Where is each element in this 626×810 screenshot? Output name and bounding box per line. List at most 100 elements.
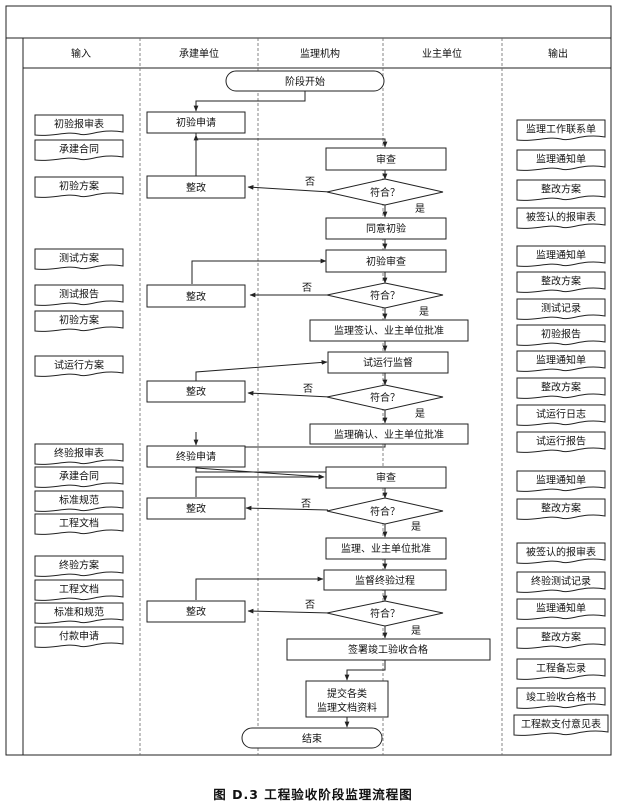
header-output: 输出 (548, 47, 568, 60)
rectify-box-3 (146, 380, 246, 403)
output-document-label-14: 被签认的报审表 (526, 546, 596, 559)
supervise-final-box (323, 569, 447, 591)
rectify-box-4 (146, 497, 246, 520)
initial-apply-label: 初验申请 (176, 116, 216, 129)
yes-label-2: 是 (419, 306, 429, 318)
decision-diamond-3 (326, 384, 444, 411)
header-input: 输入 (71, 47, 91, 60)
input-document-label-2: 初验方案 (59, 180, 99, 193)
input-document-label-9: 标准规范 (59, 494, 99, 507)
start-terminal (225, 70, 385, 92)
input-document-4 (34, 284, 124, 306)
figure-caption: 图 D.3 工程验收阶段监理流程图 (213, 787, 413, 802)
decision-diamond-5 (326, 600, 444, 627)
output-document-label-20: 工程款支付意见表 (521, 718, 601, 731)
trial-supervise-box (327, 351, 449, 374)
input-document-label-8: 承建合同 (59, 470, 99, 483)
rectify-label-3: 整改 (186, 385, 206, 398)
output-document-label-16: 监理通知单 (536, 602, 586, 615)
start-label: 阶段开始 (285, 75, 325, 88)
yes-label-4: 是 (411, 521, 421, 533)
decision-diamond-4 (326, 497, 444, 525)
output-document-1 (516, 149, 606, 171)
input-document-label-13: 标准和规范 (54, 606, 104, 619)
outer-frame (5, 5, 612, 756)
agree-initial-box (325, 217, 447, 240)
review-box-2 (325, 466, 447, 489)
output-document-17 (516, 627, 606, 649)
no-label-4: 否 (301, 498, 311, 510)
input-document-label-1: 承建合同 (59, 143, 99, 156)
rectify-box-5 (146, 600, 246, 623)
input-document-label-7: 终验报审表 (54, 447, 104, 460)
output-document-label-4: 监理通知单 (536, 249, 586, 262)
input-document-label-12: 工程文档 (59, 583, 99, 596)
output-document-label-10: 试运行日志 (536, 408, 586, 421)
output-document-label-15: 终验测试记录 (531, 575, 591, 588)
output-document-7 (516, 324, 606, 346)
submit-docs-box (305, 680, 389, 718)
decision-diamond-1 (326, 178, 444, 206)
no-label-3: 否 (303, 383, 313, 395)
connectors (191, 91, 388, 728)
output-document-label-19: 竣工验收合格书 (526, 691, 596, 704)
rectify-box-2 (146, 284, 246, 308)
submit-docs-line2: 监理文档资料 (317, 701, 377, 714)
confirm-approve-box (309, 423, 469, 445)
input-document-1 (34, 139, 124, 161)
output-document-label-6: 测试记录 (541, 302, 581, 315)
output-document-13 (516, 498, 606, 520)
initial-review-label: 初验审查 (366, 255, 406, 268)
input-document-13 (34, 602, 124, 624)
decision-label-2: 符合？ (370, 289, 400, 302)
submit-docs-line1: 提交各类 (327, 687, 367, 700)
end-label: 结束 (302, 732, 322, 745)
output-document-label-18: 工程备忘录 (536, 662, 586, 675)
no-label-5: 否 (305, 599, 315, 611)
review-label-2: 审查 (376, 471, 396, 484)
input-document-label-4: 测试报告 (59, 288, 99, 301)
input-document-2 (34, 176, 124, 198)
input-document-3 (34, 248, 124, 270)
output-document-label-13: 整改方案 (541, 502, 581, 515)
output-document-9 (516, 377, 606, 399)
agree-initial-label: 同意初验 (366, 222, 406, 235)
header-contractor: 承建单位 (179, 47, 219, 60)
input-document-5 (34, 310, 124, 332)
output-document-label-5: 整改方案 (541, 275, 581, 288)
output-document-10 (516, 404, 606, 426)
input-document-14 (34, 626, 124, 648)
sign-approve-box (309, 319, 469, 342)
rectify-label-1: 整改 (186, 181, 206, 194)
output-document-6 (516, 298, 606, 320)
input-document-0 (34, 114, 124, 136)
input-document-label-3: 测试方案 (59, 252, 99, 265)
decision-label-3: 符合？ (370, 391, 400, 404)
output-document-label-11: 试运行报告 (536, 435, 586, 448)
header-owner: 业主单位 (422, 47, 462, 60)
supervise-final-label: 监督终验过程 (355, 574, 415, 587)
yes-label-3: 是 (415, 408, 425, 420)
output-documents: 监理工作联系单监理通知单整改方案被签认的报审表监理通知单整改方案测试记录初验报告… (513, 119, 609, 736)
output-document-15 (516, 571, 606, 593)
output-document-label-12: 监理通知单 (536, 474, 586, 487)
decision-diamond-2 (326, 282, 444, 309)
yes-label-1: 是 (415, 203, 425, 215)
input-document-label-0: 初验报审表 (54, 118, 104, 131)
output-document-label-1: 监理通知单 (536, 153, 586, 166)
rectify-label-4: 整改 (186, 502, 206, 515)
header-supervisor: 监理机构 (300, 47, 340, 60)
sign-cert-box (286, 638, 491, 661)
yes-label-5: 是 (411, 625, 421, 637)
output-document-8 (516, 350, 606, 372)
output-document-4 (516, 245, 606, 267)
input-document-label-10: 工程文档 (59, 517, 99, 530)
approve-both-label: 监理、业主单位批准 (341, 542, 431, 555)
output-document-11 (516, 431, 606, 453)
input-document-label-5: 初验方案 (59, 314, 99, 327)
output-document-label-17: 整改方案 (541, 631, 581, 644)
output-document-label-8: 监理通知单 (536, 354, 586, 367)
output-document-label-9: 整改方案 (541, 381, 581, 394)
input-documents: 初验报审表承建合同初验方案测试方案测试报告初验方案试运行方案终验报审表承建合同标… (34, 114, 124, 648)
